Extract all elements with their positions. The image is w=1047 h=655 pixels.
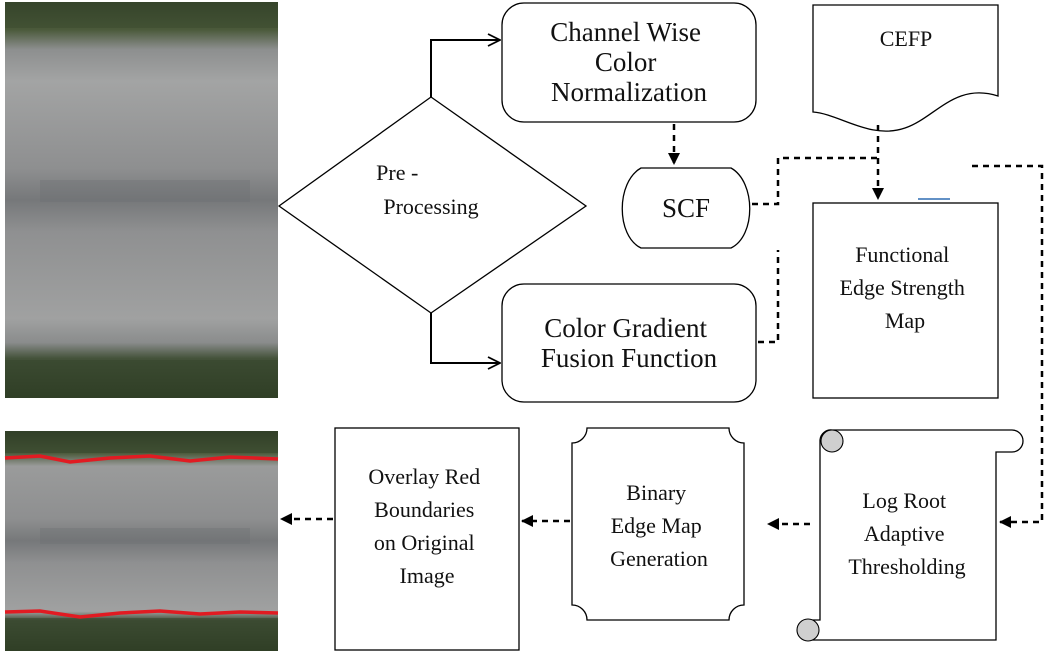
overlay-label: Overlay Red Boundaries on Original Image [368, 464, 485, 588]
arrow-preprocessing-to-color-gradient [430, 313, 500, 363]
connectors [280, 40, 1044, 530]
preprocessing-label: Pre - Processing [376, 160, 478, 219]
functional-edge-node: Functional Edge Strength Map [812, 198, 999, 399]
preprocessing-node: Pre - Processing [277, 96, 588, 314]
color-gradient-label: Color Gradient Fusion Function [541, 313, 718, 373]
cefp-label: CEFP [880, 26, 933, 51]
channel-normalization-label: Channel Wise Color Normalization [550, 17, 707, 107]
functional-edge-label: Functional Edge Strength Map [840, 242, 971, 333]
output-road-image [4, 431, 279, 651]
scf-label: SCF [662, 193, 710, 223]
binary-edge-node: Binary Edge Map Generation [571, 427, 745, 621]
red-boundary-top [4, 454, 279, 464]
arrow-functional-edge-to-log-root [972, 164, 1044, 528]
line-color-gradient-to-functional-edge [758, 250, 780, 344]
log-root-label: Log Root Adaptive Thresholding [848, 488, 965, 579]
input-road-image [5, 2, 278, 398]
line-scf-to-functional-edge [752, 156, 878, 206]
channel-normalization-node: Channel Wise Color Normalization [501, 2, 757, 123]
arrow-preprocessing-to-channel-norm [430, 40, 500, 97]
red-boundary-bottom [4, 609, 279, 619]
scf-node: SCF [621, 167, 751, 249]
log-root-node: Log Root Adaptive Thresholding [796, 429, 1024, 642]
cefp-node: CEFP [812, 4, 999, 132]
color-gradient-node: Color Gradient Fusion Function [501, 283, 757, 403]
binary-edge-label: Binary Edge Map Generation [610, 480, 708, 571]
overlay-node: Overlay Red Boundaries on Original Image [334, 427, 520, 651]
